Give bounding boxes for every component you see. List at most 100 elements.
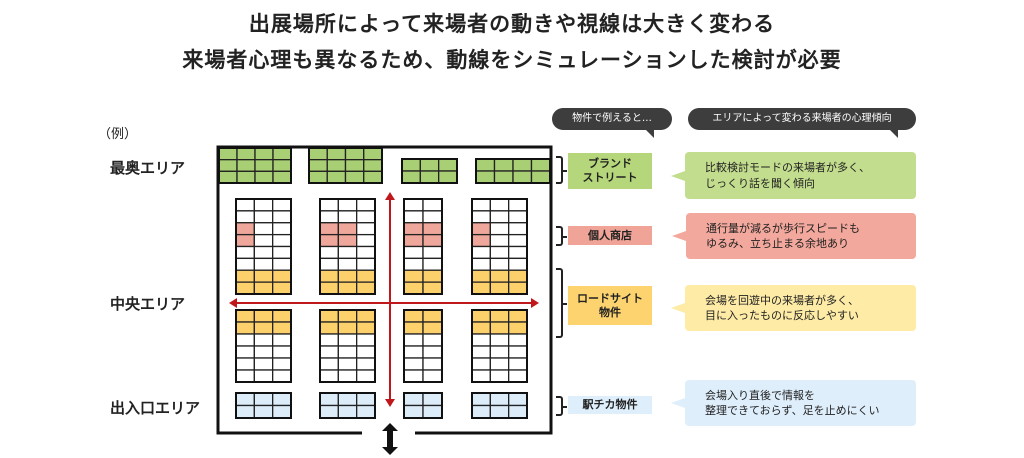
- booth-back-cell: [308, 170, 328, 184]
- entrance-double-arrow-icon: [382, 423, 398, 455]
- booth-entrance-cell: [508, 392, 528, 407]
- booth-center-lower: [403, 309, 443, 383]
- booth-back-cell: [254, 147, 274, 161]
- booth-center-upper-cell: [337, 281, 358, 295]
- booth-center-lower-cell: [235, 357, 255, 371]
- booth-center-lower-cell: [489, 345, 510, 359]
- booth-center-upper-cell: [272, 210, 292, 224]
- booth-center-upper-cell: [403, 210, 424, 224]
- booth-back: [401, 158, 458, 184]
- booth-back-cell: [363, 170, 383, 184]
- booth-center-upper-cell: [272, 281, 292, 295]
- booth-center-upper-cell: [319, 257, 339, 271]
- booth-center-lower-cell: [508, 309, 528, 323]
- area-label-back: 最奥エリア: [110, 159, 186, 177]
- booth-back: [218, 147, 292, 184]
- booth-center-lower-cell: [253, 333, 274, 347]
- booth-center-upper-cell: [489, 210, 510, 224]
- booth-center-upper-cell: [489, 233, 510, 248]
- booth-center-upper-cell: [272, 257, 292, 271]
- booth-back-cell: [475, 170, 496, 184]
- bracket-station: [556, 396, 567, 416]
- booth-center-lower-cell: [253, 369, 274, 383]
- booth-back-cell: [218, 147, 238, 161]
- header-property: 物件で例えると…: [552, 108, 672, 138]
- booth-center-lower-cell: [489, 321, 510, 335]
- booth-center-upper: [235, 198, 292, 295]
- booth-center-lower-cell: [272, 369, 292, 383]
- booth-entrance-cell: [471, 404, 491, 419]
- booth-center-lower-cell: [403, 321, 424, 335]
- booth-center-upper-cell: [272, 245, 292, 260]
- label-line: ストリート: [582, 171, 638, 184]
- booth-center-upper-cell: [471, 222, 491, 236]
- booth-back-cell: [530, 158, 551, 172]
- property-label-roadside: ロードサイト物件: [568, 286, 652, 325]
- booth-center-lower-cell: [489, 369, 510, 383]
- booth-back-cell: [272, 170, 292, 184]
- booth-center-upper-cell: [422, 198, 443, 212]
- booth-center-upper-cell: [489, 245, 510, 260]
- booth-back-cell: [236, 147, 256, 161]
- booth-center-lower-cell: [422, 369, 443, 383]
- booth-center-lower-cell: [489, 357, 510, 371]
- booth-back-cell: [218, 170, 238, 184]
- booth-entrance-cell: [337, 392, 358, 407]
- booth-center-upper-cell: [235, 281, 255, 295]
- booth-center-lower-cell: [253, 309, 274, 323]
- booth-center-upper-cell: [356, 245, 376, 260]
- booth-center-upper-cell: [356, 198, 376, 212]
- booth-back-cell: [530, 170, 551, 184]
- booth-back-cell: [344, 147, 365, 161]
- booth-center-lower-cell: [471, 357, 491, 371]
- booth-center-upper-cell: [489, 198, 510, 212]
- label-line: ブランド: [588, 157, 632, 171]
- booth-center-upper-cell: [356, 210, 376, 224]
- psychology-box-roadside: 会場を回遊中の来場者が多く、目に入ったものに反応しやすい: [671, 285, 916, 331]
- booth-center-upper-cell: [253, 281, 274, 295]
- booth-center-lower-cell: [422, 333, 443, 347]
- booth-center-lower-cell: [508, 357, 528, 371]
- booth-center-upper-cell: [319, 245, 339, 260]
- booth-back-cell: [493, 170, 514, 184]
- booth-center-upper-cell: [508, 281, 528, 295]
- booth-center-upper-cell: [489, 257, 510, 271]
- booth-center-lower-cell: [422, 321, 443, 335]
- booth-center-upper-cell: [235, 257, 255, 271]
- booth-back: [308, 147, 383, 184]
- booth-entrance-cell: [489, 404, 510, 419]
- booth-center-upper-cell: [235, 269, 255, 283]
- booth-center-lower-cell: [356, 309, 376, 323]
- booth-center-upper-cell: [356, 281, 376, 295]
- header-psychology: エリアによって変わる来場者の心理傾向: [688, 108, 916, 138]
- booth-center-lower-cell: [337, 345, 358, 359]
- psychology-box-back: 比較検討モードの来場者が多く、じっくり話を聞く傾向: [671, 152, 916, 199]
- booth-back-cell: [326, 159, 347, 172]
- booth-center-upper-cell: [235, 198, 255, 212]
- booth-center-upper-cell: [253, 233, 274, 248]
- booth-entrance-cell: [319, 392, 339, 407]
- psychology-box-station: 会場入り直後で情報を整理できておらず、足を止めにくい: [671, 380, 916, 426]
- booth-center-upper-cell: [253, 257, 274, 271]
- booth-center-lower-cell: [356, 333, 376, 347]
- booth-back: [475, 158, 551, 184]
- booth-entrance-cell: [356, 404, 376, 419]
- booth-center-upper-cell: [337, 210, 358, 224]
- booth-entrance-cell: [235, 404, 255, 419]
- booth-center-lower-cell: [319, 321, 339, 335]
- booth-center-lower-cell: [403, 345, 424, 359]
- booth-back-cell: [401, 158, 421, 172]
- booth-center-upper-cell: [422, 233, 443, 248]
- booth-center-upper-cell: [403, 233, 424, 248]
- booth-center-lower-cell: [471, 309, 491, 323]
- booth-back-cell: [272, 159, 292, 172]
- bracket-roadside: [556, 268, 567, 338]
- booth-back-cell: [254, 159, 274, 172]
- booth-center-upper-cell: [422, 257, 443, 271]
- booth-back-cell: [419, 170, 440, 184]
- booth-center-upper-cell: [471, 257, 491, 271]
- booth-center-upper-cell: [471, 198, 491, 212]
- booth-center-upper-cell: [319, 281, 339, 295]
- booth-center-lower-cell: [253, 345, 274, 359]
- booth-back-cell: [438, 158, 458, 172]
